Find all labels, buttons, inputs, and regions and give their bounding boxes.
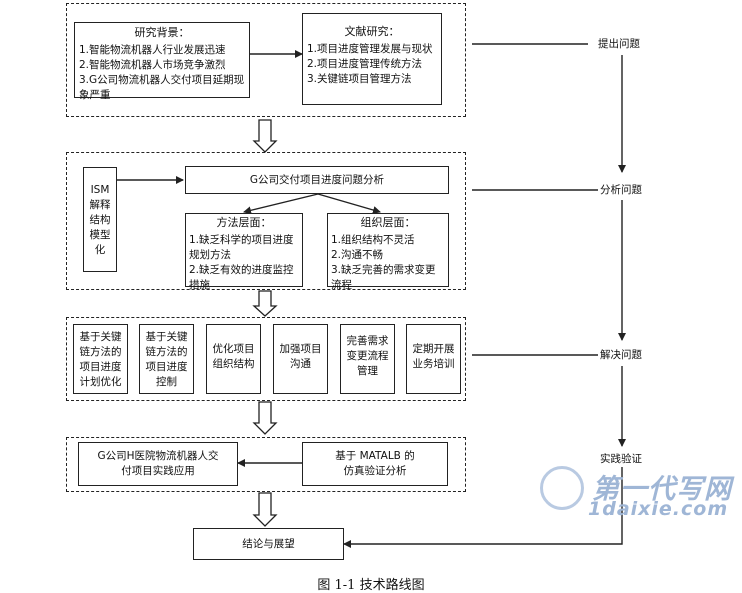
solution-label: 完善需求变更流程管理 <box>346 335 389 377</box>
literature-title: 文献研究： <box>344 25 400 38</box>
literature-item: 1.项目进度管理发展与现状 <box>307 43 433 55</box>
solution-label: 加强项目沟通 <box>279 343 322 370</box>
solution-box: 加强项目沟通 <box>273 324 328 394</box>
solution-box: 基于关键链方法的项目进度控制 <box>139 324 194 394</box>
watermark-logo-icon <box>540 466 584 510</box>
ism-label: ISM解释结构模型化 <box>89 184 111 256</box>
solution-label: 基于关键链方法的项目进度计划优化 <box>79 331 122 388</box>
stage-verify-label: 实践验证 <box>600 453 642 465</box>
section-verify <box>66 437 466 492</box>
literature-item: 3.关键链项目管理方法 <box>307 73 412 85</box>
analysis-box: G公司交付项目进度问题分析 <box>185 166 449 194</box>
solution-box: 完善需求变更流程管理 <box>340 324 395 394</box>
background-title: 研究背景： <box>134 26 190 39</box>
method-box: 方法层面： 1.缺乏科学的项目进度规划方法 2.缺乏有效的进度监控措施 <box>185 213 303 291</box>
solution-label: 基于关键链方法的项目进度控制 <box>145 331 188 388</box>
stage-solve-label: 解决问题 <box>600 349 642 361</box>
background-box: 研究背景： 1.智能物流机器人行业发展迅速 2.智能物流机器人市场竞争激烈 3.… <box>74 22 250 101</box>
background-item: 3.G公司物流机器人交付项目延期现象严重 <box>79 74 245 101</box>
solution-box: 定期开展业务培训 <box>406 324 461 394</box>
simulation-label: 基于 MATALB 的仿真验证分析 <box>335 450 415 477</box>
method-title: 方法层面： <box>216 216 272 229</box>
stage-analyze-label: 分析问题 <box>600 184 642 196</box>
section-raise <box>66 3 466 117</box>
solution-label: 优化项目组织结构 <box>212 343 255 370</box>
practice-label: G公司H医院物流机器人交付项目实践应用 <box>97 450 219 477</box>
org-title: 组织层面： <box>360 216 416 229</box>
watermark-url: 1daixie.com <box>588 498 729 520</box>
solution-label: 定期开展业务培训 <box>412 343 455 370</box>
literature-item: 2.项目进度管理传统方法 <box>307 58 423 70</box>
method-item: 1.缺乏科学的项目进度规划方法 <box>189 234 294 261</box>
org-item: 1.组织结构不灵活 <box>331 234 415 246</box>
hollow-down-arrow <box>252 119 278 527</box>
solution-box: 优化项目组织结构 <box>206 324 261 394</box>
org-box: 组织层面： 1.组织结构不灵活 2.沟通不畅 3.缺乏完善的需求变更流程 <box>327 213 449 291</box>
ism-box: ISM解释结构模型化 <box>83 167 117 272</box>
figure-caption: 图 1-1 技术路线图 <box>317 578 425 593</box>
method-item: 2.缺乏有效的进度监控措施 <box>189 264 294 291</box>
conclusion-label: 结论与展望 <box>242 538 295 550</box>
practice-box: G公司H医院物流机器人交付项目实践应用 <box>78 442 238 486</box>
section-analyze <box>66 152 466 290</box>
watermark-title: 第一代写网 <box>592 474 732 505</box>
solution-box: 基于关键链方法的项目进度计划优化 <box>73 324 128 394</box>
analysis-label: G公司交付项目进度问题分析 <box>249 174 385 186</box>
org-item: 2.沟通不畅 <box>331 249 384 261</box>
section-solve <box>66 317 466 401</box>
background-item: 2.智能物流机器人市场竞争激烈 <box>79 59 226 71</box>
simulation-box: 基于 MATALB 的仿真验证分析 <box>302 442 448 486</box>
analysis-to-org-arrow <box>317 193 381 214</box>
conclusion-box: 结论与展望 <box>193 528 344 560</box>
org-item: 3.缺乏完善的需求变更流程 <box>331 264 436 291</box>
background-item: 1.智能物流机器人行业发展迅速 <box>79 44 226 56</box>
literature-box: 文献研究： 1.项目进度管理发展与现状 2.项目进度管理传统方法 3.关键链项目… <box>302 13 442 105</box>
verify-to-conclusion-arrow <box>343 467 623 548</box>
analysis-to-method-arrow <box>243 193 319 215</box>
stage-raise-label: 提出问题 <box>598 38 640 50</box>
